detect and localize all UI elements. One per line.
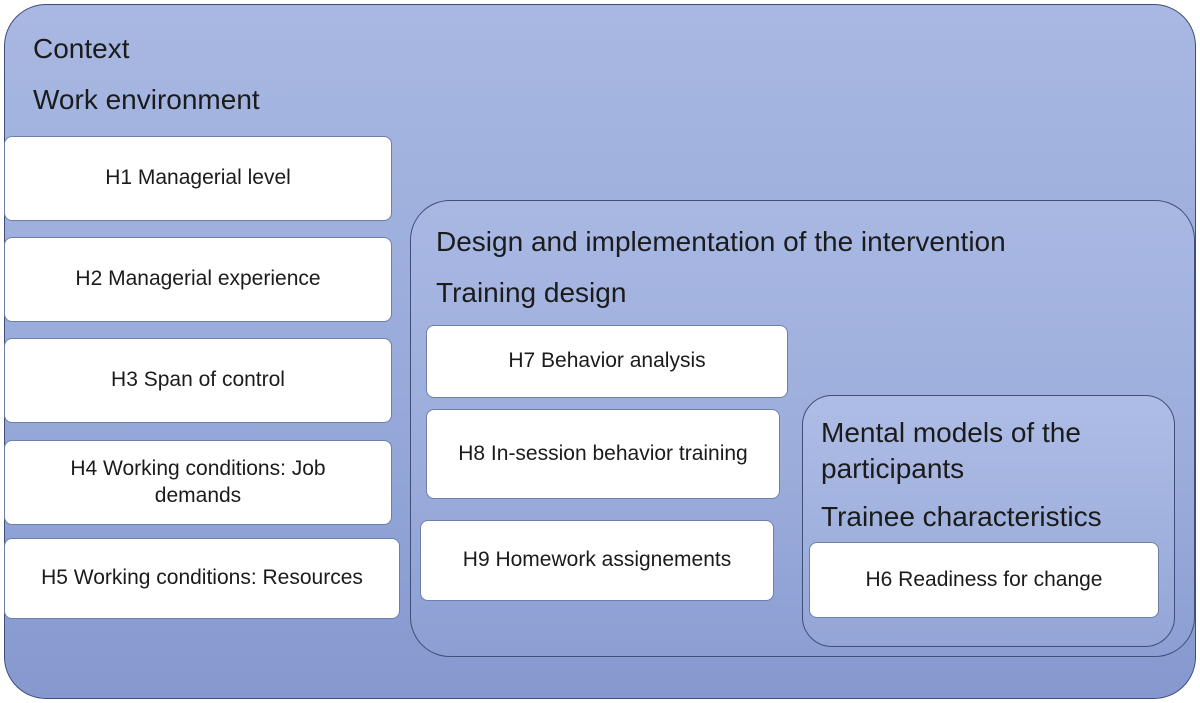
training-design-title: Training design: [436, 277, 627, 308]
h6-box: H6 Readiness for change: [809, 542, 1159, 618]
mental-models-title: Mental models of the participants: [821, 417, 1081, 485]
h5-box: H5 Working conditions: Resources: [4, 538, 400, 619]
h8-box: H8 In-session behavior training: [426, 409, 780, 499]
h4-box: H4 Working conditions: Job demands: [4, 440, 392, 525]
work-environment-title: Work environment: [33, 84, 260, 115]
h1-box: H1 Managerial level: [4, 136, 392, 221]
h2-box: H2 Managerial experience: [4, 237, 392, 322]
h3-box: H3 Span of control: [4, 338, 392, 423]
h9-box: H9 Homework assignements: [420, 520, 774, 601]
intervention-title: Design and implementation of the interve…: [436, 226, 1006, 257]
trainee-characteristics-title: Trainee characteristics: [821, 501, 1102, 532]
h7-box: H7 Behavior analysis: [426, 325, 788, 398]
context-title: Context: [33, 33, 130, 64]
